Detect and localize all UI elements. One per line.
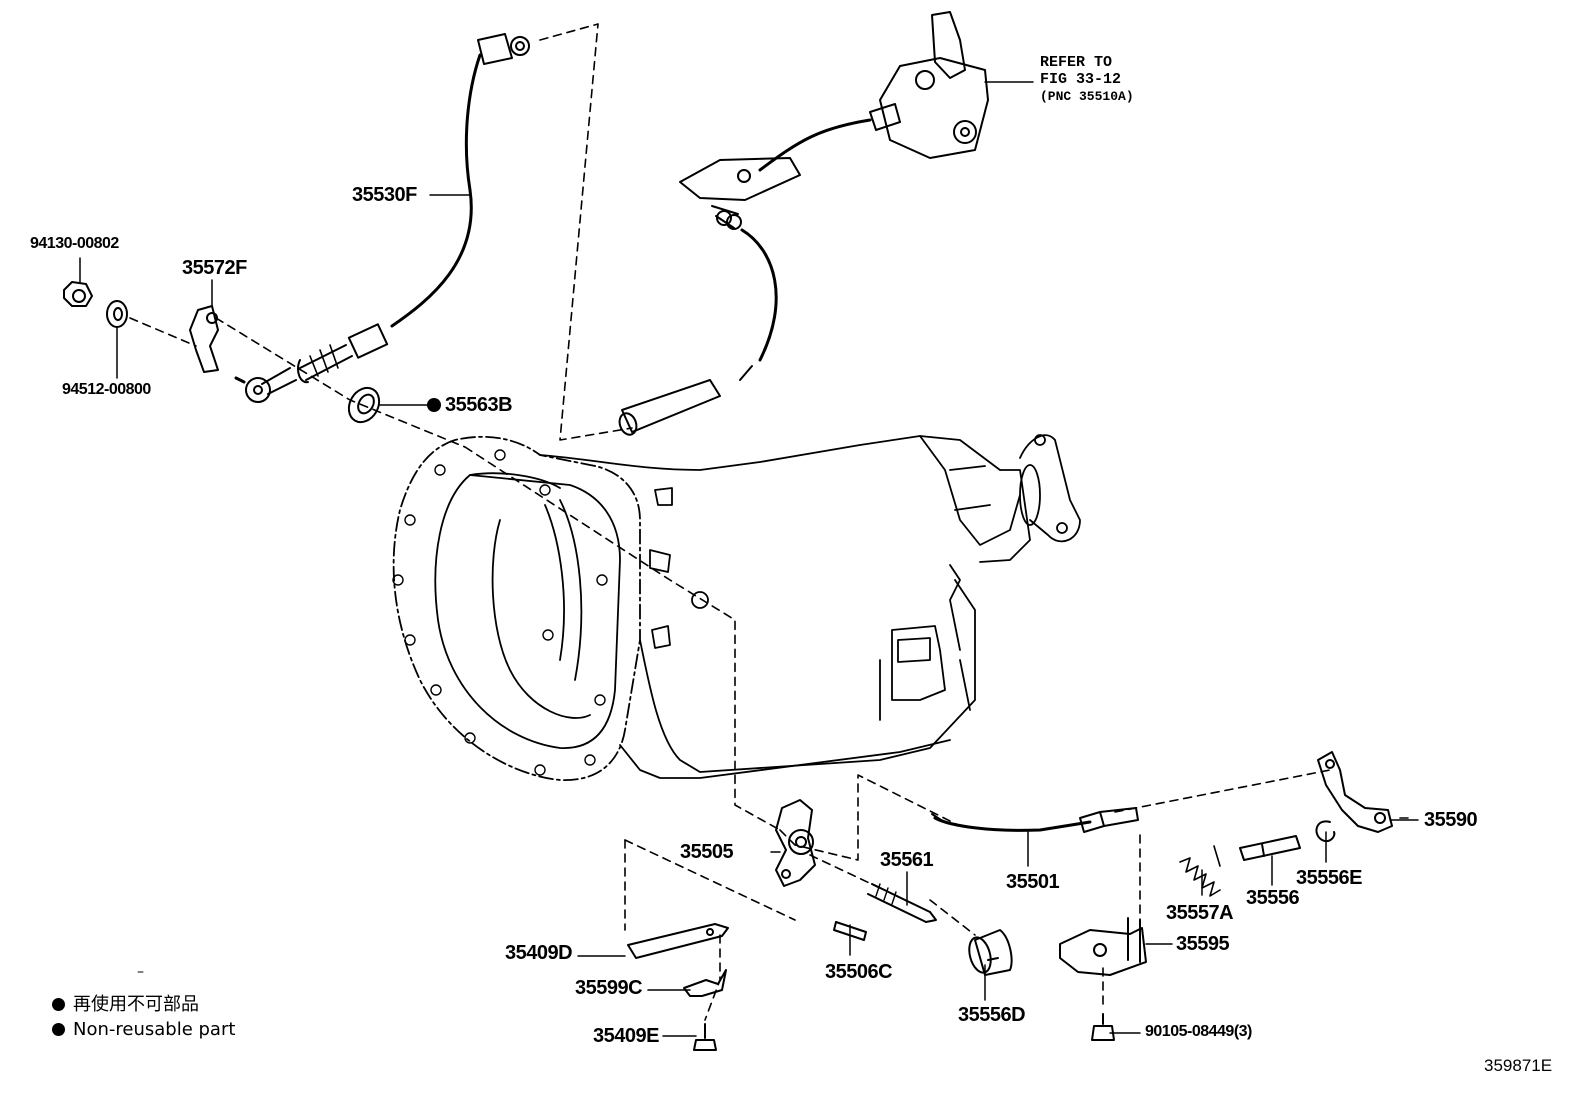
dashed-assembly-lines <box>129 23 1409 1021</box>
shaft-35561 <box>867 883 937 923</box>
non-reusable-dot <box>427 398 441 412</box>
part-label-35505[interactable]: 35505 <box>680 841 734 863</box>
part-label-94512-00800[interactable]: 94512-00800 <box>62 381 151 398</box>
part-label-35590[interactable]: 35590 <box>1424 809 1478 831</box>
lever-35590 <box>1317 751 1393 833</box>
part-label-35409e[interactable]: 35409E <box>593 1025 659 1047</box>
legend-row-en: Non-reusable part <box>52 1021 235 1039</box>
refer-line-2: FIG 33-12 <box>1040 71 1122 88</box>
refer-line-1: REFER TO <box>1040 54 1113 71</box>
shift-lever-assembly <box>618 11 989 436</box>
washer-94512 <box>106 300 128 328</box>
part-label-35556e[interactable]: 35556E <box>1296 867 1362 889</box>
bolt-35409e <box>693 1023 717 1051</box>
part-label-35530f[interactable]: 35530F <box>352 184 417 206</box>
bracket-35572f <box>189 305 219 373</box>
spring-35557a <box>1179 845 1221 897</box>
leader-lines <box>79 81 1419 1037</box>
pin-35556 <box>1239 835 1301 861</box>
part-label-90105-08449[interactable]: 90105-08449(3) <box>1145 1023 1252 1040</box>
legend-dot-icon <box>52 1023 65 1036</box>
legend-row-jp: 再使用不可部品 <box>52 996 199 1014</box>
part-label-35501[interactable]: 35501 <box>1006 871 1060 893</box>
part-label-35556d[interactable]: 35556D <box>958 1004 1026 1026</box>
part-label-35599c[interactable]: 35599C <box>575 977 643 999</box>
part-label-35563b[interactable]: 35563B <box>445 394 513 416</box>
e-ring-35556e <box>1315 820 1336 842</box>
manual-shaft-lever-35505 <box>775 799 816 887</box>
legend-text-jp: 再使用不可部品 <box>73 994 199 1015</box>
clip-35599c <box>683 969 727 997</box>
oil-seal-35563b <box>347 386 381 424</box>
bracket-35595 <box>1059 917 1147 976</box>
pin-35506c <box>833 921 867 941</box>
part-label-35557a[interactable]: 35557A <box>1166 902 1234 924</box>
part-label-35556[interactable]: 35556 <box>1246 887 1300 909</box>
refer-line-3: (PNC 35510A) <box>1040 89 1134 104</box>
legend-dash: – <box>137 964 144 980</box>
bushing-35556d <box>968 929 1013 976</box>
part-label-35561[interactable]: 35561 <box>880 849 934 871</box>
bolt-90105 <box>1091 1013 1115 1041</box>
part-label-35572f[interactable]: 35572F <box>182 257 247 279</box>
nut-94130 <box>63 281 93 307</box>
legend-dot-icon <box>52 998 65 1011</box>
transmission-housing <box>392 434 1081 781</box>
part-label-35506c[interactable]: 35506C <box>825 961 893 983</box>
part-label-35409d[interactable]: 35409D <box>505 942 573 964</box>
part-label-35595[interactable]: 35595 <box>1176 933 1230 955</box>
figure-code: 359871E <box>1484 1056 1553 1075</box>
shift-cable-35530f <box>234 33 530 403</box>
part-label-94130-00802[interactable]: 94130-00802 <box>30 235 119 252</box>
legend-text-en: Non-reusable part <box>73 1019 236 1040</box>
rod-35501 <box>931 807 1139 833</box>
plate-35409d <box>627 923 729 959</box>
refer-to-note[interactable]: REFER TO FIG 33-12 (PNC 35510A) <box>1040 54 1134 105</box>
